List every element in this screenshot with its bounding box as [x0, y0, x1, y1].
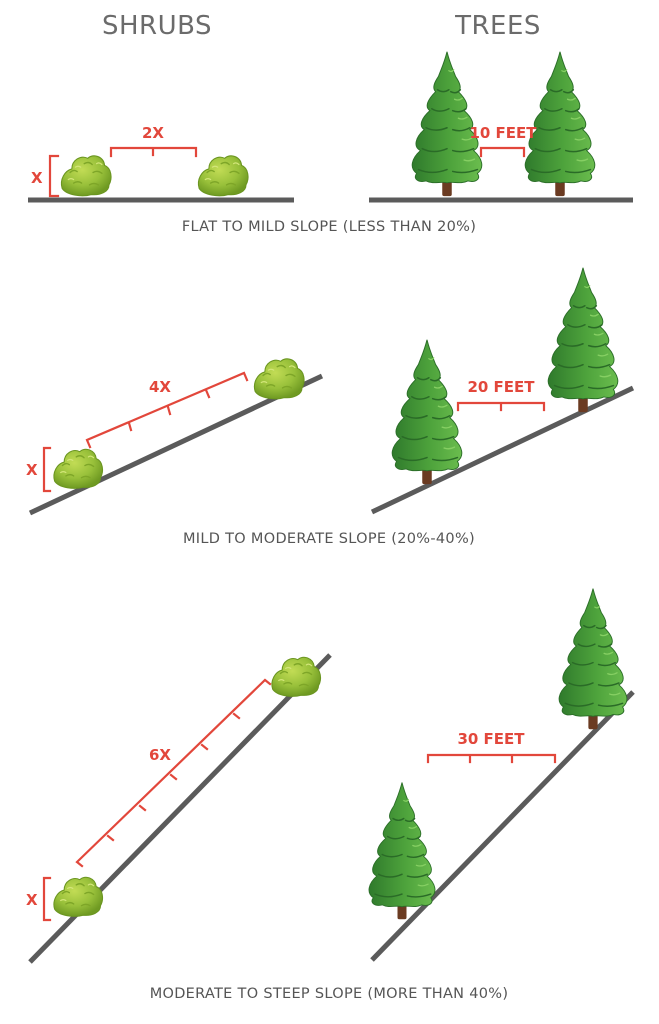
- shrub-height-bracket: [48, 154, 60, 198]
- shrub-icon: [253, 358, 305, 400]
- tree-spacing-bracket: [479, 146, 526, 158]
- tree-ground-line: [370, 690, 635, 962]
- tree-spacing-label: 30 FEET: [457, 730, 525, 748]
- tree-spacing-label: 10 FEET: [469, 124, 537, 142]
- shrub-height-label: X: [31, 169, 43, 187]
- slope-caption: FLAT TO MILD SLOPE (LESS THAN 20%): [182, 219, 476, 235]
- pine-tree-icon: [368, 781, 436, 921]
- shrub-icon: [271, 656, 322, 698]
- tree-ground-line: [370, 385, 635, 515]
- shrub-spacing-bracket: [75, 678, 272, 868]
- shrub-height-bracket: [42, 446, 52, 493]
- shrub-height-label: X: [26, 461, 38, 479]
- shrub-icon: [53, 876, 104, 918]
- shrub-icon: [197, 155, 249, 197]
- shrub-spacing-bracket: [109, 146, 198, 158]
- tree-spacing-label: 20 FEET: [467, 378, 535, 396]
- row-flat-slope: X 2X 10 FEET FLAT TO MILD SLOPE (LESS TH…: [28, 50, 633, 235]
- slope-caption: MILD TO MODERATE SLOPE (20%-40%): [183, 531, 475, 547]
- shrubs-column-header: SHRUBS: [102, 11, 212, 41]
- shrub-spacing-label: 6X: [149, 746, 171, 764]
- pine-tree-icon: [391, 338, 463, 485]
- trees-column-header: TREES: [454, 11, 541, 41]
- shrub-height-label: X: [26, 891, 38, 909]
- tree-spacing-bracket: [456, 401, 546, 412]
- row-moderate-steep-slope: X 6X 30 FEET MODERATE TO STEEP SLOPE (MO…: [26, 587, 635, 1002]
- shrub-spacing-bracket: [85, 371, 249, 449]
- shrub-spacing-label: 2X: [142, 124, 164, 142]
- slope-caption: MODERATE TO STEEP SLOPE (MORE THAN 40%): [150, 986, 509, 1002]
- row-mild-moderate-slope: X 4X 20 FEET MILD TO MODERATE SLOPE (20%…: [26, 266, 635, 547]
- shrub-icon: [53, 448, 104, 490]
- shrub-spacing-label: 4X: [149, 378, 171, 396]
- tree-spacing-bracket: [426, 753, 557, 764]
- pine-tree-icon: [547, 266, 619, 413]
- pine-tree-icon: [558, 587, 628, 731]
- shrub-icon: [60, 155, 112, 197]
- shrub-height-bracket: [42, 876, 52, 922]
